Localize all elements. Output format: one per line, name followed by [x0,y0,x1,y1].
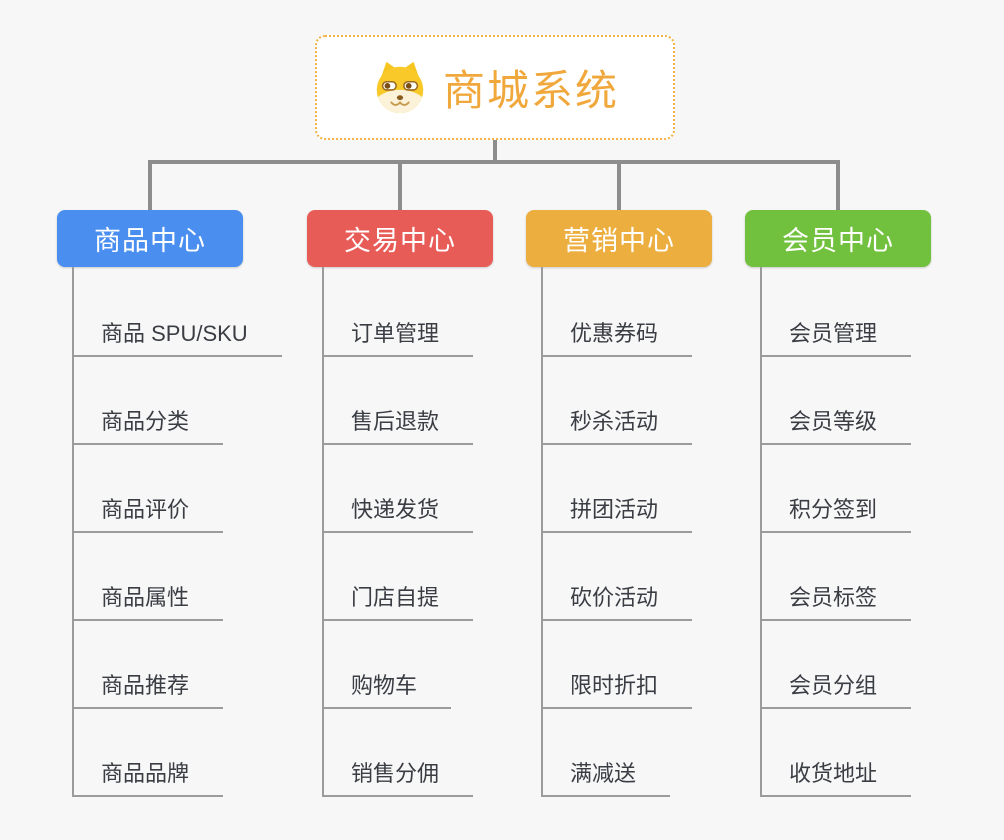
leaf-item[interactable]: 会员等级 [760,407,912,445]
leaf-item[interactable]: 会员标签 [760,583,912,621]
leaf-item[interactable]: 会员分组 [760,671,912,709]
leaf-item[interactable]: 门店自提 [322,583,474,621]
leaf-item[interactable]: 拼团活动 [541,495,693,533]
branch-trade: 交易中心 订单管理 售后退款 快递发货 门店自提 购物车 销售分佣 [307,210,557,820]
leaf-item[interactable]: 商品属性 [72,583,224,621]
connector-branch-stub [398,160,402,210]
branch-leaves: 优惠券码 秒杀活动 拼团活动 砍价活动 限时折扣 满减送 [526,210,776,820]
branch-leaves: 订单管理 售后退款 快递发货 门店自提 购物车 销售分佣 [307,210,557,820]
leaf-item[interactable]: 优惠券码 [541,319,693,357]
leaf-item[interactable]: 购物车 [322,671,452,709]
connector-root-stub [493,140,497,164]
leaf-item[interactable]: 限时折扣 [541,671,693,709]
root-title: 商城系统 [442,67,619,114]
leaf-item[interactable]: 商品 SPU/SKU [72,319,282,357]
leaf-item[interactable]: 商品分类 [72,407,224,445]
leaf-item[interactable]: 快递发货 [322,495,474,533]
leaf-item[interactable]: 售后退款 [322,407,474,445]
leaf-item[interactable]: 商品推荐 [72,671,224,709]
leaf-item[interactable]: 商品品牌 [72,759,224,797]
root-node-mall-system[interactable]: 商城系统 [315,35,675,140]
branch-marketing: 营销中心 优惠券码 秒杀活动 拼团活动 砍价活动 限时折扣 满减送 [526,210,776,820]
leaf-item[interactable]: 销售分佣 [322,759,474,797]
connector-horizontal [148,160,840,164]
connector-branch-stub [836,160,840,210]
branch-header-products[interactable]: 商品中心 [57,210,243,267]
connector-branch-stub [148,160,152,210]
leaf-item[interactable]: 秒杀活动 [541,407,693,445]
branch-header-marketing[interactable]: 营销中心 [526,210,712,267]
branch-leaves: 商品 SPU/SKU 商品分类 商品评价 商品属性 商品推荐 商品品牌 [57,210,307,820]
leaf-item[interactable]: 会员管理 [760,319,912,357]
leaf-item[interactable]: 积分签到 [760,495,912,533]
branch-header-trade[interactable]: 交易中心 [307,210,493,267]
leaf-item[interactable]: 订单管理 [322,319,474,357]
branch-header-members[interactable]: 会员中心 [745,210,931,267]
leaf-item[interactable]: 收货地址 [760,759,912,797]
branch-leaves: 会员管理 会员等级 积分签到 会员标签 会员分组 收货地址 [745,210,995,820]
leaf-item[interactable]: 满减送 [541,759,671,797]
branch-products: 商品中心 商品 SPU/SKU 商品分类 商品评价 商品属性 商品推荐 商品品牌 [57,210,307,820]
leaf-item[interactable]: 砍价活动 [541,583,693,621]
dog-face-icon [376,61,424,113]
leaf-item[interactable]: 商品评价 [72,495,224,533]
branch-members: 会员中心 会员管理 会员等级 积分签到 会员标签 会员分组 收货地址 [745,210,995,820]
connector-branch-stub [617,160,621,210]
